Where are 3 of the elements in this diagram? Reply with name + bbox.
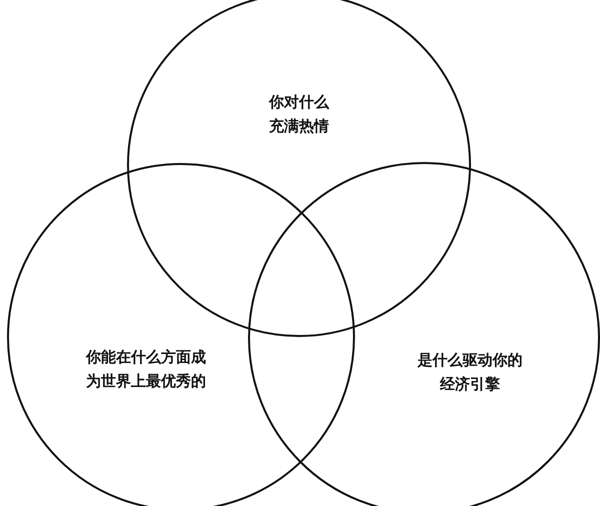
circle-label: 你能在什么方面成为世界上最优秀的: [85, 347, 207, 392]
circle-label: 你对什么充满热情: [268, 92, 330, 137]
circle-label: 是什么驱动你的经济引擎: [416, 350, 524, 395]
